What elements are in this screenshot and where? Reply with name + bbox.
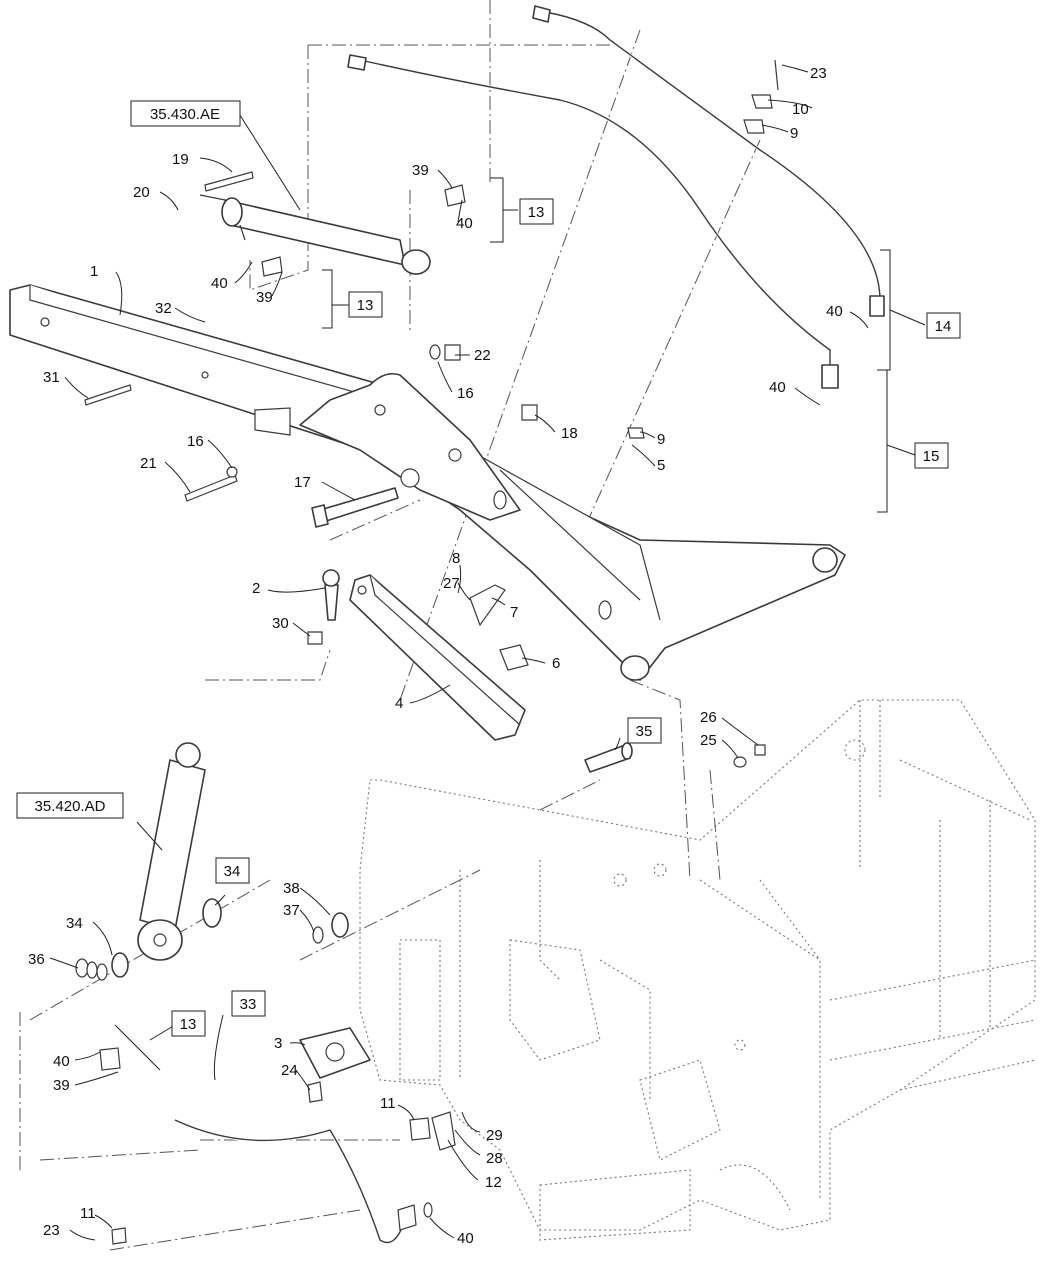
reference-box-35-420-ad[interactable]: 35.420.AD <box>16 792 124 819</box>
hydraulic-tube-upper <box>532 5 885 317</box>
callout-39-lower: 39 <box>53 1077 70 1094</box>
callout-40-tube14: 40 <box>826 303 843 320</box>
machine-body-outline <box>359 699 1036 1241</box>
callout-21: 21 <box>140 455 157 472</box>
callout-36: 36 <box>28 951 45 968</box>
callout-27: 27 <box>443 575 460 592</box>
callout-40-kit13-left: 40 <box>211 275 228 292</box>
reference-label: 35.420.AD <box>35 798 106 815</box>
callout-1: 1 <box>90 263 98 280</box>
kit-label: 35 <box>636 723 653 740</box>
upper-hydraulic-cylinder <box>199 194 431 275</box>
callout-10: 10 <box>792 101 809 118</box>
callout-9-upper: 9 <box>790 125 798 142</box>
callout-40-tube15: 40 <box>769 379 786 396</box>
callout-20: 20 <box>133 184 150 201</box>
callout-12: 12 <box>485 1174 502 1191</box>
kit-label: 33 <box>240 996 257 1013</box>
callout-38: 38 <box>283 880 300 897</box>
callout-26: 26 <box>700 709 717 726</box>
callout-34: 34 <box>66 915 83 932</box>
callout-3: 3 <box>274 1035 282 1052</box>
callout-8: 8 <box>452 550 460 567</box>
callout-19: 19 <box>172 151 189 168</box>
kit-box-35[interactable]: 35 <box>627 717 662 744</box>
callout-5: 5 <box>657 457 665 474</box>
callout-11-lower: 11 <box>80 1205 96 1222</box>
kit-label: 13 <box>528 204 545 221</box>
kit-brackets <box>114 177 926 1071</box>
callout-37: 37 <box>283 902 300 919</box>
callout-numbers: 1 2 3 4 5 6 7 8 9 9 10 11 11 12 16 16 17… <box>28 65 843 1247</box>
kit-box-15[interactable]: 15 <box>914 442 949 469</box>
link-bar <box>349 574 526 741</box>
kit-box-13-upper-left[interactable]: 13 <box>348 291 383 318</box>
lower-hydraulic-cylinder <box>137 742 206 961</box>
reference-label: 35.430.AE <box>150 106 220 123</box>
callout-39-upper-left: 39 <box>256 289 273 306</box>
kit-box-34[interactable]: 34 <box>215 857 250 884</box>
kit-label: 34 <box>224 863 241 880</box>
leader-lines <box>49 64 869 1241</box>
callout-32: 32 <box>155 300 172 317</box>
callout-40-kit13-lower: 40 <box>53 1053 70 1070</box>
callout-23-upper: 23 <box>810 65 827 82</box>
main-arm-frame <box>9 284 846 681</box>
kit-box-13-lower[interactable]: 13 <box>171 1010 206 1037</box>
hydraulic-tube-lower <box>347 54 839 389</box>
callout-40-kit13-right: 40 <box>456 215 473 232</box>
callout-18: 18 <box>561 425 578 442</box>
callout-11-clamp: 11 <box>380 1095 396 1112</box>
callout-4: 4 <box>395 695 403 712</box>
kit-box-14[interactable]: 14 <box>926 312 961 339</box>
callout-39-upper-right: 39 <box>412 162 429 179</box>
callout-22: 22 <box>474 347 491 364</box>
callout-30: 30 <box>272 615 289 632</box>
callout-17: 17 <box>294 474 311 491</box>
small-hardware <box>75 59 779 1245</box>
reference-box-35-430-ae[interactable]: 35.430.AE <box>130 100 241 127</box>
callout-31: 31 <box>43 369 60 386</box>
kit-label: 15 <box>923 448 940 465</box>
callout-28: 28 <box>486 1150 503 1167</box>
kit-box-33[interactable]: 33 <box>231 990 266 1017</box>
kit-label: 13 <box>357 297 374 314</box>
callout-7: 7 <box>510 604 518 621</box>
callout-9-middle: 9 <box>657 431 665 448</box>
kit-box-13-upper-right[interactable]: 13 <box>519 198 554 225</box>
callout-16-lower: 16 <box>187 433 204 450</box>
callout-29: 29 <box>486 1127 503 1144</box>
callout-24: 24 <box>281 1062 298 1079</box>
kit-label: 13 <box>180 1016 197 1033</box>
callout-16-upper: 16 <box>457 385 474 402</box>
callout-25: 25 <box>700 732 717 749</box>
callout-40-hose33: 40 <box>457 1230 474 1247</box>
callout-6: 6 <box>552 655 560 672</box>
callout-23-lower: 23 <box>43 1222 60 1239</box>
kit-label: 14 <box>935 318 952 335</box>
callout-2: 2 <box>252 580 260 597</box>
